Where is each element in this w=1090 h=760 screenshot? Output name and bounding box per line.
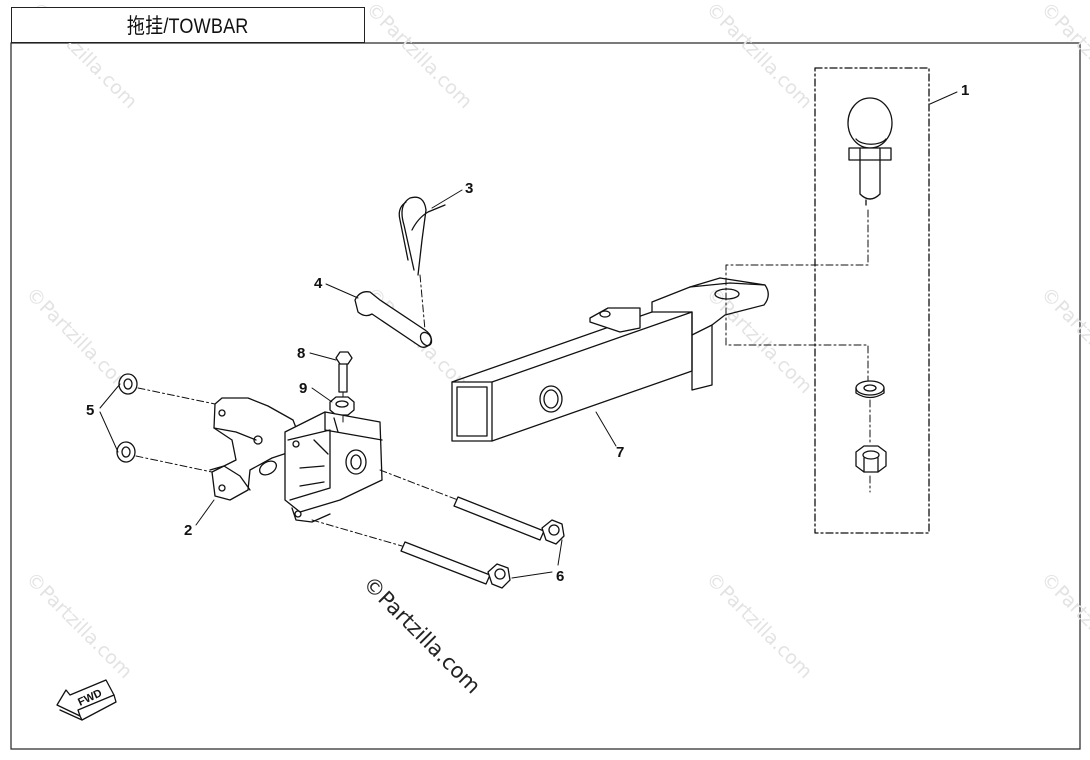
page-title: 拖挂/TOWBAR — [127, 15, 249, 38]
fwd-arrow-icon — [56, 679, 117, 721]
washer-top — [118, 373, 138, 395]
hitch-pin-clip — [398, 196, 446, 276]
watermark-2: ©Partzilla.com — [361, 0, 476, 113]
small-nut — [329, 396, 355, 416]
callout-9: 9 — [299, 380, 307, 397]
watermark-10: ©Partzilla.com — [701, 568, 816, 683]
watermark-3: ©Partzilla.com — [701, 0, 816, 113]
watermark-8: ©Partzilla.com — [1036, 283, 1090, 398]
hitch-nut — [855, 445, 887, 473]
hitch-ball — [847, 97, 893, 206]
callout-4: 4 — [314, 275, 323, 292]
hitch-ball-group-box — [814, 67, 930, 534]
watermark-center: ©Partzilla.com — [358, 572, 485, 699]
diagram-frame — [10, 42, 1081, 750]
callout-8: 8 — [297, 345, 305, 362]
washer-bottom — [116, 441, 136, 463]
hitch-pin — [354, 291, 433, 348]
alignment-lines — [135, 274, 459, 547]
long-bolt-top — [453, 496, 565, 545]
receiver-tube — [451, 277, 769, 442]
leader-lines — [99, 91, 958, 579]
watermark-11: ©Partzilla.com — [1036, 568, 1090, 683]
title-box: 拖挂/TOWBAR — [11, 7, 365, 43]
lock-washer — [855, 380, 885, 399]
watermark-7: ©Partzilla.com — [701, 283, 816, 398]
ball-connector-line — [725, 209, 869, 386]
long-bolt-bottom — [400, 541, 511, 589]
watermark-4: ©Partzilla.com — [1036, 0, 1090, 113]
watermark-9: ©Partzilla.com — [21, 568, 136, 683]
callout-3: 3 — [465, 180, 473, 197]
callout-1: 1 — [961, 82, 969, 99]
callout-5: 5 — [86, 402, 94, 419]
mounting-bracket — [209, 397, 383, 523]
callout-7: 7 — [616, 444, 624, 461]
callout-6: 6 — [556, 568, 564, 585]
short-bolt — [335, 351, 353, 393]
callout-2: 2 — [184, 522, 192, 539]
callout-labels: 1 2 3 4 5 6 7 8 9 — [86, 82, 969, 585]
